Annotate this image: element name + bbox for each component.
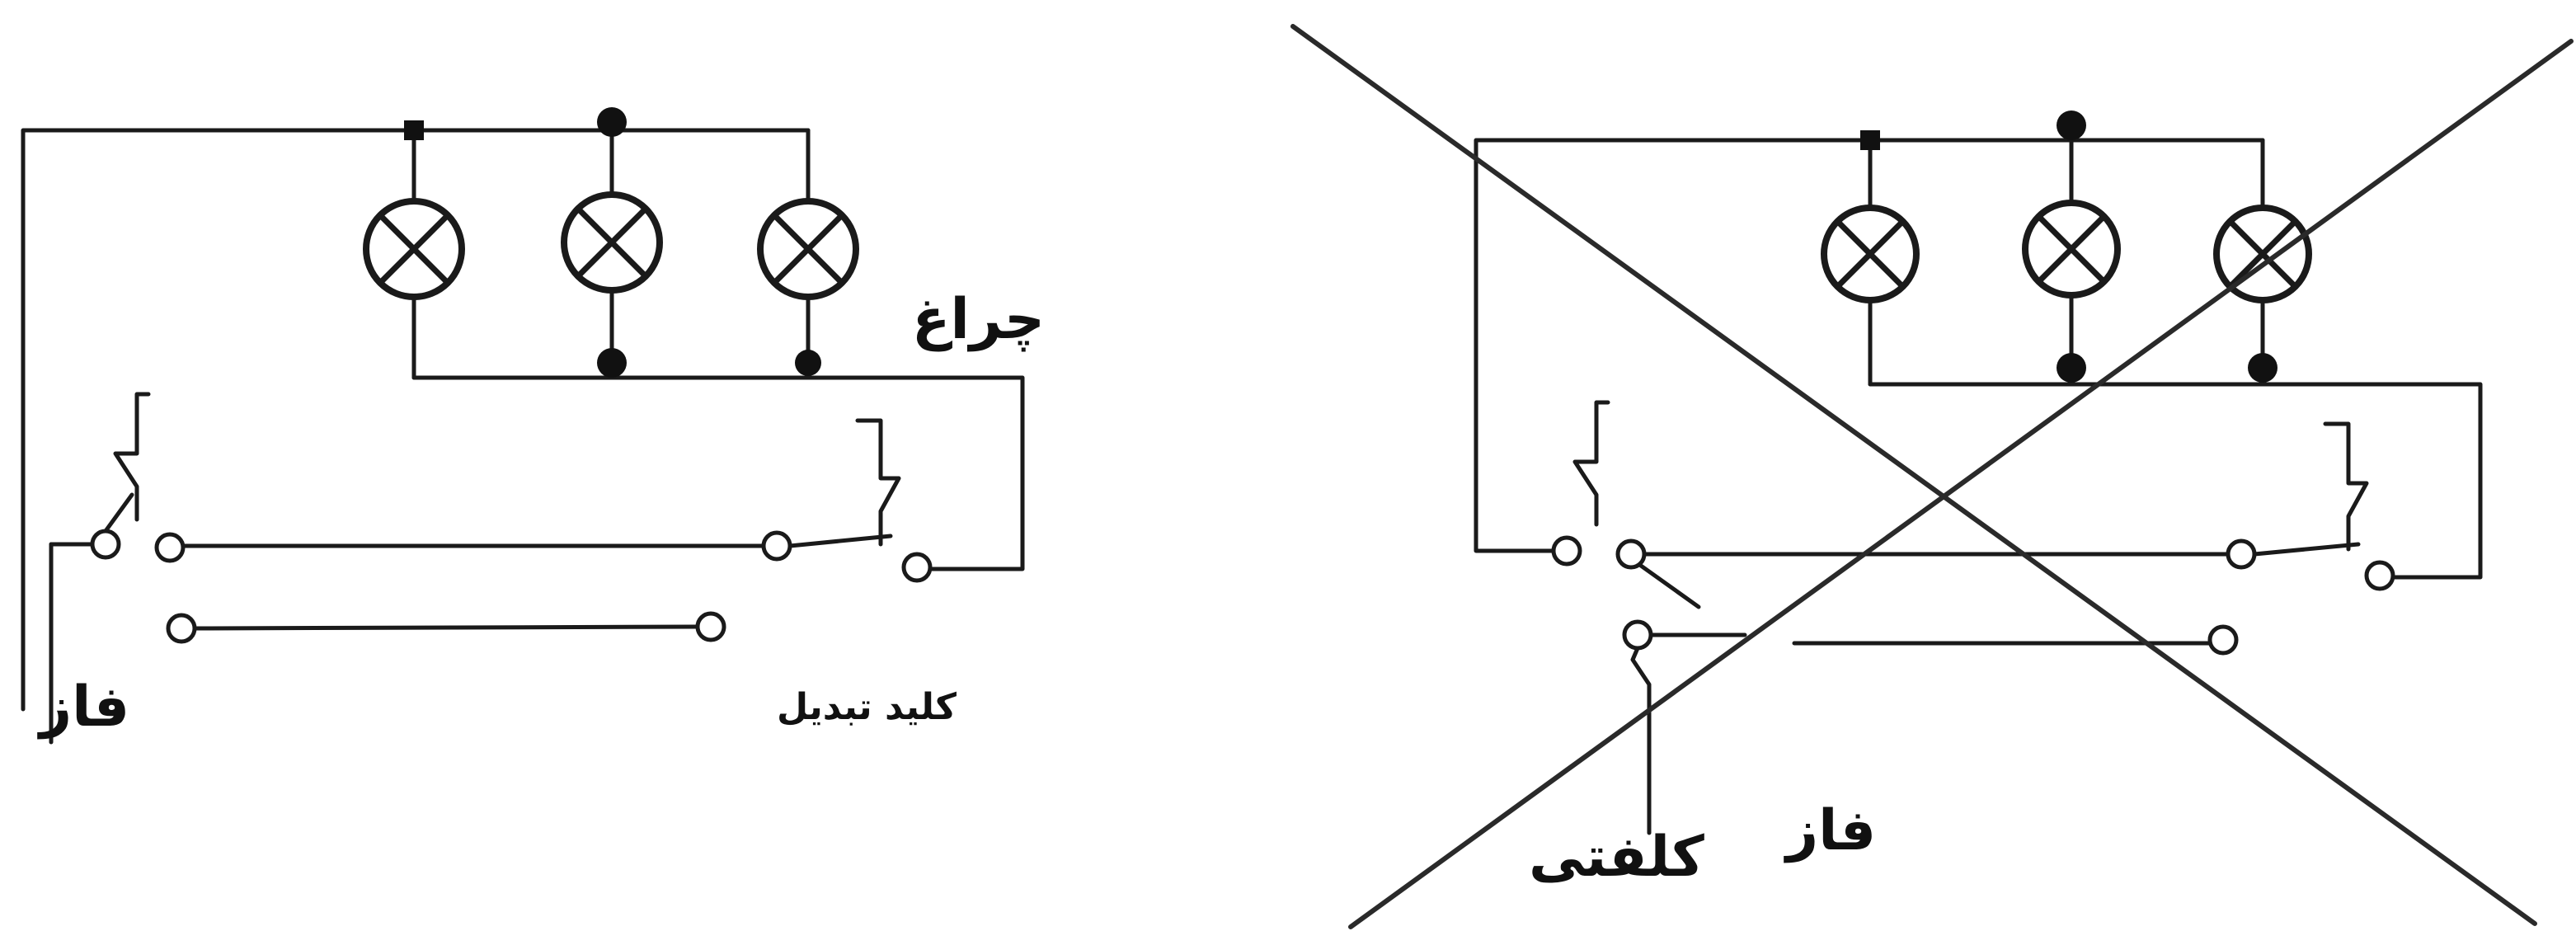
left-junction-dot [597, 348, 627, 378]
left-top-bus-wire [21, 128, 811, 712]
right-phase-label: فاز [1784, 798, 1876, 863]
left-phase-label: فاز [37, 675, 129, 740]
left-junction-dot [597, 107, 627, 137]
left-switch-terminal [90, 529, 121, 560]
right-switch-actuator [2323, 421, 2369, 552]
right-junction-dot [2057, 353, 2086, 383]
right-lower-bus-wire [1868, 382, 2483, 580]
left-switch-terminal [901, 552, 933, 583]
changeover-switch-label: کلید تبدیل [777, 686, 957, 728]
left-switch-terminal [154, 532, 186, 563]
right-switch-terminal [1615, 538, 1647, 570]
left-lamp-3 [757, 198, 859, 300]
right-lamp-1 [1821, 205, 1920, 303]
right-lamp-3 [2213, 205, 2312, 303]
right-switch-terminal [1551, 535, 1582, 567]
right-neutral-wire [1630, 646, 1652, 835]
left-switch-terminal [166, 613, 197, 644]
right-switch-terminal [1622, 619, 1653, 651]
right-junction-dot [2057, 110, 2086, 140]
left-lower-bus-wire [411, 375, 1025, 571]
lamp-label: چراغ [912, 287, 1045, 352]
left-switch-terminal [695, 611, 726, 642]
left-lamp-2 [561, 191, 663, 294]
right-circuit: کلفتی فاز [1290, 24, 2574, 929]
left-junction-dot [795, 350, 821, 376]
right-switch-terminal [2207, 624, 2239, 656]
right-switch-actuator [1572, 400, 1610, 527]
right-switch-terminal [2364, 560, 2395, 591]
left-lamp-1 [363, 198, 465, 300]
right-lamp-2 [2022, 200, 2121, 299]
crossed-out-mark [1290, 24, 2574, 929]
left-traveler-lower-wire [192, 624, 700, 631]
left-circuit: چراغ کلید تبدیل فاز [21, 107, 1045, 745]
right-switch-blade [1638, 563, 1701, 609]
right-switch-blade [2252, 542, 2361, 557]
left-switch-actuator [113, 392, 151, 522]
left-switch-terminal [761, 530, 792, 562]
right-switch-terminal [2226, 538, 2257, 570]
left-switch-blade [787, 534, 893, 548]
right-junction-dot [1860, 130, 1880, 150]
left-junction-dot [404, 120, 424, 140]
left-switch-blade [103, 492, 134, 534]
right-junction-dot [2248, 353, 2278, 383]
left-switch-actuator [855, 418, 901, 547]
neutral-label: کلفتی [1529, 825, 1704, 890]
